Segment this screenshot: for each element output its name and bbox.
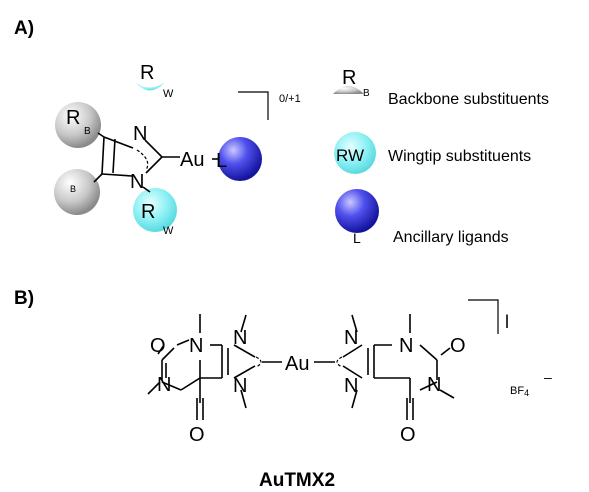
right-n-3: N [427,374,441,396]
left-n-7: N [233,327,247,349]
panel-b-label: B) [14,288,34,309]
backbone-sphere-bottom: B [54,169,100,215]
left-n-9: N [233,375,247,397]
compound-caption: AuTMX2 [259,470,335,491]
legend-wingtip-symbol: RW [336,146,364,165]
right-o-top: O [450,335,466,357]
ancillary-ligand-sphere: L [216,137,262,181]
metal-au-b: Au [285,353,309,375]
backbone-bottom-sub: B [70,184,76,194]
legend-backbone-sub: B [363,88,370,99]
wingtip-top-r: R [140,62,154,84]
legend-wingtip: RW Wingtip substituents [334,132,531,174]
charge-mark-b: l [505,312,509,332]
wingtip-sphere-bottom: R W [133,188,177,237]
backbone-top-sub: B [84,126,91,137]
left-o-bottom: O [189,424,205,446]
wingtip-bottom-sub: W [163,225,174,237]
wingtip-top-sub: W [163,88,174,100]
backbone-top-r: R [66,107,80,129]
legend-ancillary-label: Ancillary ligands [393,229,509,246]
charge-bracket: 0/+1 [238,91,301,120]
nhc-n-top: N [133,123,147,145]
right-n-9: N [344,375,358,397]
legend-wingtip-label: Wingtip substituents [388,148,531,165]
backbone-sphere-top: R B [55,102,101,148]
charge-bracket-b [468,299,499,334]
right-n-1: N [399,335,413,357]
nhc-n-bottom: N [130,171,144,193]
right-n-7: N [344,327,358,349]
left-xanthine [147,314,282,420]
left-n-3: N [157,374,171,396]
counterion: BF4 [510,385,529,398]
legend-backbone-symbol: R [342,67,356,89]
panel-a-label: A) [14,18,34,39]
ancillary-l: L [216,150,227,172]
legend-ancillary-symbol: L [353,230,361,246]
right-o-bottom: O [400,424,416,446]
left-o-top: O [150,335,166,357]
nhc-ring [93,132,180,193]
legend-ancillary: L Ancillary ligands [335,189,509,246]
counterion-sign: – [544,369,552,385]
metal-au: Au [180,149,204,171]
legend-backbone-label: Backbone substituents [388,91,549,108]
wingtip-substituent-top: R W [136,62,174,100]
right-xanthine [314,314,455,420]
legend-backbone: R B Backbone substituents [333,67,549,108]
wingtip-bottom-r: R [141,201,155,223]
charge-label: 0/+1 [279,93,301,105]
left-n-1: N [189,335,203,357]
